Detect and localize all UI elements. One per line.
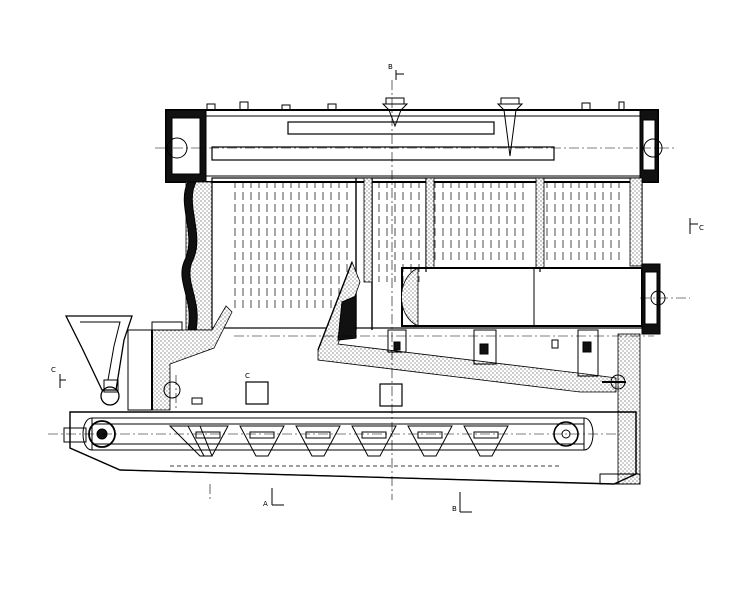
drum-nozzles (206, 97, 625, 157)
coal-hopper (64, 315, 153, 411)
section-label-c-inner: C (245, 372, 250, 380)
section-label-b-bottom: B (452, 505, 457, 513)
lower-drum (401, 263, 666, 335)
section-label-c-left: C (51, 366, 56, 374)
centre-lines (48, 70, 698, 513)
section-label-b-top: B (388, 63, 393, 71)
rear-wall (602, 333, 641, 485)
section-label-c-right: C (699, 224, 704, 232)
section-label-a-bottom: A (263, 500, 268, 508)
left-wall (181, 181, 213, 331)
headers (191, 329, 599, 407)
chain-grate (63, 411, 641, 485)
upper-drum (165, 109, 663, 183)
flue-baffle (317, 260, 617, 393)
tube-bank (211, 177, 643, 330)
